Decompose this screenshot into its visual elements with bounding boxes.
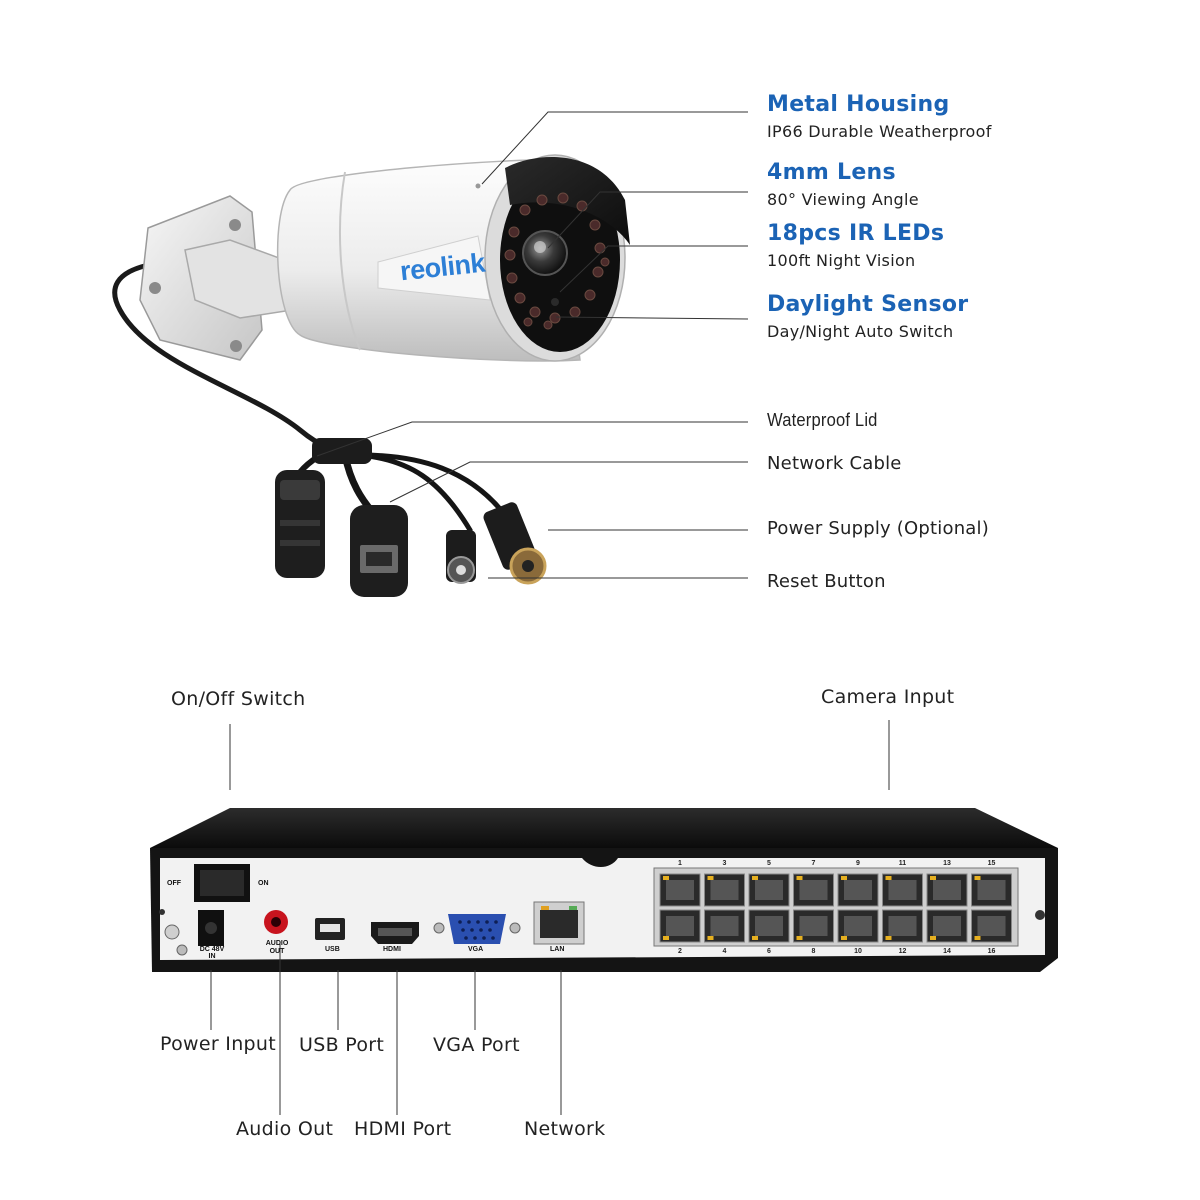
network-cable-connector <box>350 505 408 597</box>
port-number: 16 <box>987 948 996 955</box>
port-number: 2 <box>678 948 682 955</box>
panel-text-lan: LAN <box>550 946 565 953</box>
poe-port-inner <box>844 880 872 900</box>
panel-text-dc: DC 48V IN <box>198 946 226 960</box>
panel-text-audio-line1: AUDIO <box>265 940 289 947</box>
camera-leader-lines <box>316 111 749 579</box>
label-usb-port: USB Port <box>299 1034 385 1056</box>
panel-text-vga: VGA <box>468 946 484 953</box>
reset-button-connector <box>446 530 476 584</box>
poe-port-led <box>663 936 669 940</box>
panel-text-audio: AUDIO OUT <box>262 940 292 956</box>
poe-port-led <box>796 876 803 880</box>
poe-port-led <box>796 936 803 940</box>
port-number: 4 <box>722 948 727 955</box>
poe-port-inner <box>933 916 961 936</box>
camera-lens <box>522 230 568 276</box>
poe-port-led <box>707 936 714 940</box>
label-power-input: Power Input <box>160 1033 276 1055</box>
port-number: 9 <box>856 860 860 867</box>
vga-socket <box>448 914 506 944</box>
feature-sub-metal-housing: IP66 Durable Weatherproof <box>767 122 992 141</box>
poe-port-inner <box>666 916 694 936</box>
feature-title-daylight-sensor: Daylight Sensor <box>767 292 969 317</box>
panel-text-hdmi: HDMI <box>383 946 401 953</box>
port-number: 5 <box>767 860 771 867</box>
poe-port-inner <box>799 916 828 936</box>
label-reset-button: Reset Button <box>767 571 886 592</box>
poe-port-inner <box>799 880 828 900</box>
poe-port-inner <box>710 880 739 900</box>
label-audio-out: Audio Out <box>236 1118 334 1140</box>
label-camera-input: Camera Input <box>821 686 955 708</box>
feature-title-lens: 4mm Lens <box>767 160 896 185</box>
ir-leds <box>504 192 610 330</box>
feature-sub-ir-leds: 100ft Night Vision <box>767 251 916 270</box>
label-vga-port: VGA Port <box>433 1034 520 1056</box>
poe-port-inner <box>844 916 872 936</box>
label-network-cable: Network Cable <box>767 453 902 474</box>
daylight-sensor-dot <box>551 298 559 306</box>
power-supply-connector <box>483 502 547 585</box>
poe-port-led <box>752 936 758 940</box>
poe-port-inner <box>755 880 783 900</box>
port-number: 10 <box>854 948 862 955</box>
port-number: 8 <box>811 948 816 955</box>
poe-port-led <box>707 876 714 880</box>
port-number: 15 <box>987 860 996 867</box>
feature-sub-lens: 80° Viewing Angle <box>767 190 919 209</box>
label-hdmi-port: HDMI Port <box>354 1118 452 1140</box>
poe-port-led <box>841 936 847 940</box>
feature-title-ir-leds: 18pcs IR LEDs <box>767 221 945 246</box>
nvr-leader-lines <box>210 720 890 1115</box>
poe-ports <box>659 873 1012 943</box>
nvr-illustration <box>150 808 1058 972</box>
panel-text-off: OFF <box>167 880 181 887</box>
panel-text-on: ON <box>258 880 269 887</box>
port-number: 7 <box>811 860 816 867</box>
port-number: 6 <box>767 948 771 955</box>
poe-port-led <box>885 936 892 940</box>
poe-port-inner <box>933 880 961 900</box>
poe-port-inner <box>888 916 917 936</box>
port-number: 11 <box>898 860 907 867</box>
poe-port-led <box>930 936 936 940</box>
poe-port-inner <box>977 880 1006 900</box>
panel-text-audio-line2: OUT <box>269 948 285 955</box>
poe-port-inner <box>977 916 1006 936</box>
port-number: 3 <box>722 860 727 867</box>
port-number: 13 <box>943 860 951 867</box>
panel-text-usb: USB <box>325 946 340 953</box>
panel-text-dc-line2: IN <box>208 953 216 960</box>
label-waterproof-lid: Waterproof Lid <box>767 410 878 430</box>
poe-port-led <box>974 936 981 940</box>
poe-port-led <box>841 876 847 880</box>
poe-port-led <box>752 876 758 880</box>
poe-port-inner <box>888 880 917 900</box>
feature-title-metal-housing: Metal Housing <box>767 92 950 117</box>
poe-port-inner <box>710 916 739 936</box>
camera-illustration <box>112 154 630 597</box>
logo-plate <box>377 235 491 301</box>
port-number: 14 <box>943 948 951 955</box>
port-number: 12 <box>898 948 907 955</box>
waterproof-lid-connector <box>275 470 325 578</box>
label-on-off-switch: On/Off Switch <box>171 688 306 710</box>
label-network: Network <box>524 1118 606 1140</box>
poe-port-led <box>974 876 981 880</box>
poe-port-inner <box>666 880 694 900</box>
feature-sub-daylight-sensor: Day/Night Auto Switch <box>767 322 954 341</box>
poe-port-led <box>663 876 669 880</box>
poe-port-inner <box>755 916 783 936</box>
port-number: 1 <box>678 860 682 867</box>
poe-port-led <box>885 876 892 880</box>
label-power-supply: Power Supply (Optional) <box>767 518 989 539</box>
panel-text-dc-line1: DC 48V <box>199 946 225 953</box>
poe-port-led <box>930 876 936 880</box>
